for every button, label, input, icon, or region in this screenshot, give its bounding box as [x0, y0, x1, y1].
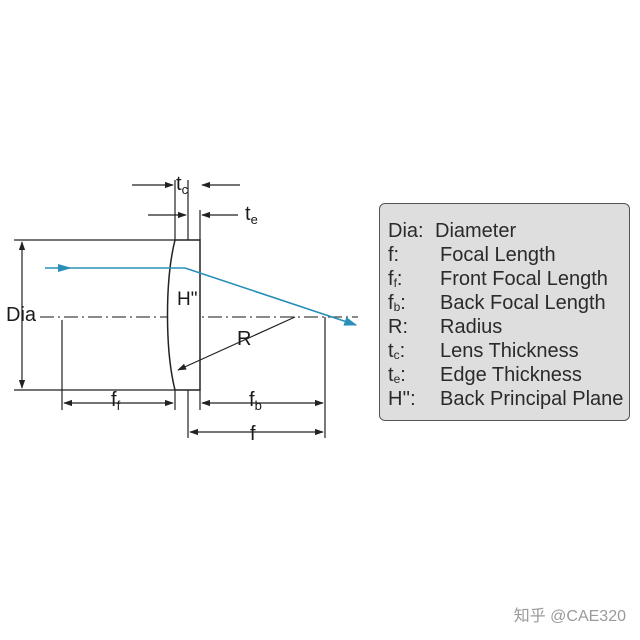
legend-definition: Lens Thickness: [440, 340, 579, 362]
legend-definition: Back Focal Length: [440, 292, 606, 314]
dia-label: Dia: [6, 304, 37, 326]
legend-definition: Back Principal Plane: [440, 388, 624, 410]
legend-definition: Focal Length: [440, 244, 556, 266]
radius-label: R: [237, 328, 251, 350]
legend-symbol: te:: [388, 364, 406, 386]
legend-symbol: H'':: [388, 388, 416, 410]
legend-definition: Diameter: [435, 220, 517, 242]
watermark: 知乎 @CAE320: [513, 608, 626, 625]
legend-box: Dia: Diameter f: Focal Length ff: Front …: [379, 203, 630, 421]
ff-label: ff: [111, 389, 121, 413]
f-label: f: [250, 423, 256, 445]
tc-label: tc: [176, 173, 189, 197]
legend-definition: Radius: [440, 316, 503, 338]
legend-symbol: fb:: [388, 292, 406, 314]
dimension-lines: [18, 181, 324, 436]
legend-row-tc: tc: Lens Thickness: [388, 339, 629, 363]
h-principal-label: H": [177, 289, 197, 310]
legend-definition: Front Focal Length: [440, 268, 608, 290]
legend-symbol: Dia:: [388, 220, 424, 242]
legend-row-te: te: Edge Thickness: [388, 363, 629, 387]
legend-symbol: tc:: [388, 340, 406, 362]
legend-row-ff: ff: Front Focal Length: [388, 267, 629, 291]
legend-row-fb: fb: Back Focal Length: [388, 291, 629, 315]
legend-row-h: H'': Back Principal Plane: [388, 387, 629, 411]
legend-row-dia: Dia: Diameter: [388, 219, 629, 243]
fb-label: fb: [249, 389, 262, 413]
legend-symbol: f:: [388, 244, 400, 266]
lens-body: [166, 239, 201, 391]
legend-symbol: R:: [388, 316, 408, 338]
legend-row-f: f: Focal Length: [388, 243, 629, 267]
legend-row-r: R: Radius: [388, 315, 629, 339]
te-label: te: [245, 203, 258, 227]
radius-arrow: [177, 316, 296, 371]
legend-symbol: ff:: [388, 268, 403, 290]
ray-direction-arrow: [58, 264, 72, 272]
legend-definition: Edge Thickness: [440, 364, 582, 386]
